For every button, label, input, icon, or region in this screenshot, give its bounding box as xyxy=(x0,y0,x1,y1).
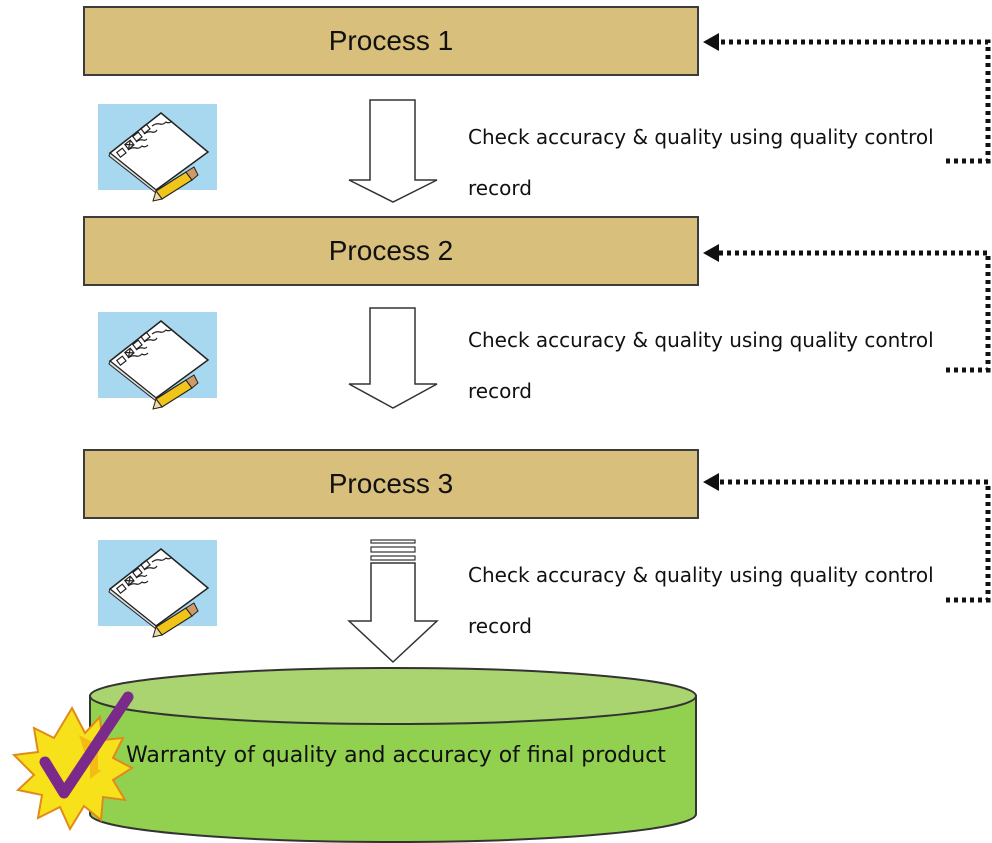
flow-arrow-3 xyxy=(347,539,439,664)
process-label: Process 2 xyxy=(328,235,454,266)
feedback-arrowhead xyxy=(703,473,719,491)
checklist-pencil-icon xyxy=(97,103,218,202)
checkmark-starburst-icon xyxy=(11,691,134,832)
feedback-loop-3 xyxy=(703,473,991,603)
checklist-pencil-icon xyxy=(97,311,218,410)
feedback-loop-1 xyxy=(703,33,991,164)
flow-arrow-1 xyxy=(348,99,438,203)
final-product-label: Warranty of quality and accuracy of fina… xyxy=(126,743,666,768)
flow-arrow-2 xyxy=(348,307,438,409)
check-note-2: Check accuracy & quality using quality c… xyxy=(468,328,934,403)
process-box-2: Process 2 xyxy=(83,216,699,286)
process-label: Process 1 xyxy=(328,25,454,56)
check-note-3: Check accuracy & quality using quality c… xyxy=(468,563,934,638)
feedback-loop-2 xyxy=(703,244,991,373)
process-box-1: Process 1 xyxy=(83,6,699,76)
check-note-1: Check accuracy & quality using quality c… xyxy=(468,125,934,200)
process-box-3: Process 3 xyxy=(83,449,699,519)
process-label: Process 3 xyxy=(328,468,454,499)
checklist-pencil-icon xyxy=(97,539,218,638)
feedback-arrowhead xyxy=(703,244,719,262)
final-product-cylinder xyxy=(89,667,697,843)
feedback-arrowhead xyxy=(703,33,719,51)
